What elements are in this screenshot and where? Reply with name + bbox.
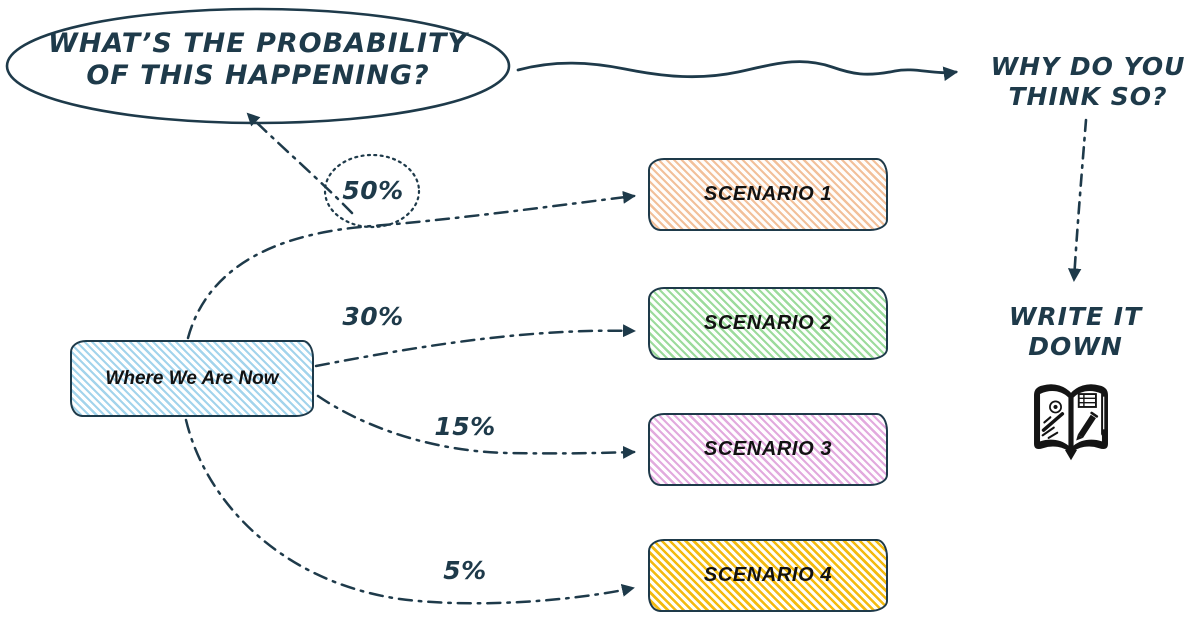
probability-label-scenario-2: 30% bbox=[342, 302, 404, 331]
probability-label-scenario-1: 50% bbox=[342, 176, 404, 205]
scenario-1-label: SCENARIO 1 bbox=[703, 183, 833, 205]
write-it-down-text: WRITE IT DOWN bbox=[1008, 302, 1143, 361]
connector-now-to-scenario-1 bbox=[186, 190, 636, 340]
probability-highlight-circle bbox=[323, 153, 421, 229]
probability-label-scenario-4: 5% bbox=[443, 556, 487, 585]
connector-now-to-scenario-2 bbox=[314, 324, 636, 368]
current-state-label: Where We Are Now bbox=[105, 367, 279, 389]
scenario-3-label: SCENARIO 3 bbox=[703, 438, 833, 460]
scenario-4-box: SCENARIO 4 bbox=[648, 539, 888, 612]
scenario-2-box: SCENARIO 2 bbox=[648, 287, 888, 360]
arrow-probability-to-bubble bbox=[246, 112, 354, 215]
scenario-4-label: SCENARIO 4 bbox=[703, 564, 833, 586]
scenario-2-label: SCENARIO 2 bbox=[703, 312, 833, 334]
connector-now-to-scenario-3 bbox=[316, 394, 636, 459]
arrow-why-to-write bbox=[1067, 118, 1088, 283]
scenario-1-box: SCENARIO 1 bbox=[648, 158, 888, 231]
connector-now-to-scenario-4 bbox=[184, 418, 635, 605]
scenario-3-box: SCENARIO 3 bbox=[648, 413, 888, 486]
arrow-bubble-to-why bbox=[516, 60, 959, 81]
open-book-pen-icon bbox=[1034, 384, 1108, 461]
why-think-so-text: WHY DO YOU THINK SO? bbox=[990, 52, 1186, 111]
probability-label-scenario-3: 15% bbox=[434, 412, 496, 441]
question-bubble-text: WHAT’S THE PROBABILITY OF THIS HAPPENING… bbox=[48, 28, 468, 91]
current-state-box: Where We Are Now bbox=[70, 340, 314, 417]
